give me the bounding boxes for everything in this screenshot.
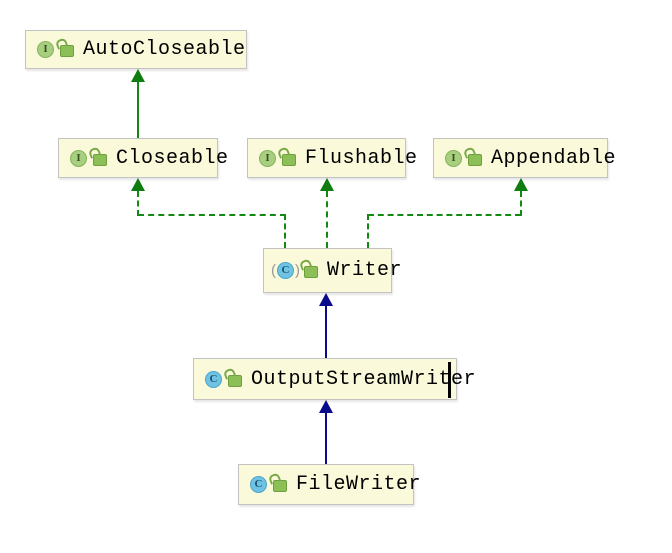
node-outputstreamwriter[interactable]: C OutputStreamWriter <box>193 358 476 400</box>
edge-writer-appendable-segment-3 <box>520 191 522 216</box>
node-label: Writer <box>327 259 403 282</box>
interface-icon: I <box>37 41 54 58</box>
node-label: OutputStreamWriter <box>251 367 477 391</box>
open-lock-icon <box>93 153 107 166</box>
abstract-marker-open: ( <box>271 262 276 279</box>
edge-writer-closeable-arrowhead-icon <box>131 178 145 191</box>
edge-writer-closeable-segment-2 <box>138 214 286 216</box>
node-appendable[interactable]: I Appendable <box>433 138 616 178</box>
edge-writer-appendable-segment-2 <box>368 214 521 216</box>
edge-writer-flushable-arrowhead-icon <box>320 178 334 191</box>
open-lock-icon <box>273 480 287 492</box>
edge-writer-flushable-segment <box>326 191 328 248</box>
edge-writer-closeable-segment-3 <box>137 191 139 216</box>
edge-filewriter-outputstreamwriter-line <box>325 413 327 464</box>
open-lock-icon <box>304 266 318 278</box>
node-autocloseable[interactable]: I AutoCloseable <box>25 30 247 69</box>
edge-writer-closeable-segment-1 <box>284 214 286 248</box>
node-label: Appendable <box>491 146 617 170</box>
interface-icon-letter: I <box>265 151 270 164</box>
class-icon: C <box>250 476 267 493</box>
node-flushable[interactable]: I Flushable <box>247 138 417 178</box>
node-label: Flushable <box>305 146 418 170</box>
node-label: FileWriter <box>296 473 422 496</box>
open-lock-icon <box>468 153 482 166</box>
node-writer[interactable]: ( C ) Writer <box>263 248 402 293</box>
interface-icon: I <box>259 149 276 167</box>
interface-icon: I <box>70 149 87 167</box>
edge-outputstreamwriter-writer-line <box>325 306 327 358</box>
abstract-class-icon: C <box>277 262 294 279</box>
edge-writer-appendable-segment-1 <box>367 214 369 248</box>
edge-closeable-autocloseable-line <box>137 82 139 138</box>
class-icon-letter: C <box>254 478 263 490</box>
edge-filewriter-outputstreamwriter-arrowhead-icon <box>319 400 333 413</box>
edge-closeable-autocloseable-arrowhead-icon <box>131 69 145 82</box>
node-filewriter[interactable]: C FileWriter <box>238 464 421 505</box>
open-lock-icon <box>228 374 242 387</box>
text-caret <box>448 362 451 398</box>
edge-outputstreamwriter-writer-arrowhead-icon <box>319 293 333 306</box>
interface-icon: I <box>445 149 462 167</box>
open-lock-icon <box>60 45 74 57</box>
class-icon: C <box>205 370 222 388</box>
node-label: Closeable <box>116 146 229 170</box>
edge-writer-appendable-arrowhead-icon <box>514 178 528 191</box>
open-lock-icon <box>282 153 296 166</box>
node-label: AutoCloseable <box>83 38 246 61</box>
class-icon-letter: C <box>281 264 290 276</box>
class-icon-letter: C <box>209 372 218 385</box>
abstract-marker-close: ) <box>295 262 300 279</box>
interface-icon-letter: I <box>451 151 456 164</box>
node-closeable[interactable]: I Closeable <box>58 138 228 178</box>
interface-icon-letter: I <box>43 43 48 55</box>
interface-icon-letter: I <box>76 151 81 164</box>
